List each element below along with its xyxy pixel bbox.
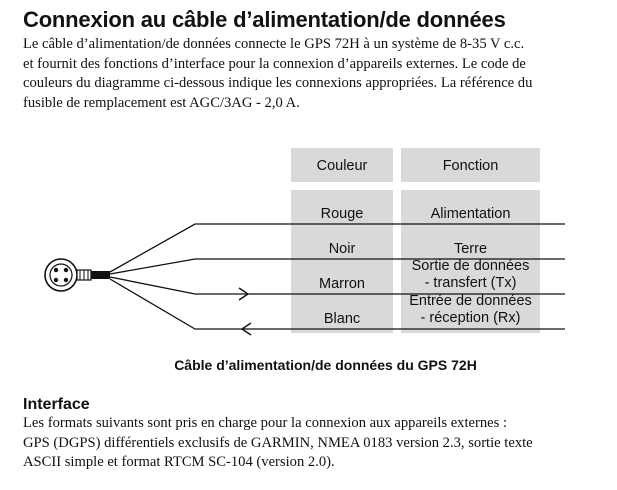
color-column-cell xyxy=(291,190,393,333)
color-header: Couleur xyxy=(316,158,368,174)
intro-paragraph: Le câble d’alimentation/de données conne… xyxy=(23,35,532,113)
function-header-cell xyxy=(401,148,540,182)
row-white-color: Blanc xyxy=(323,311,361,327)
wire-red xyxy=(109,223,565,273)
arrow-right-icon xyxy=(238,287,250,301)
wire-black xyxy=(109,258,565,275)
interface-line: ASCII simple et format RTCM SC-104 (vers… xyxy=(23,454,335,470)
wire-brown xyxy=(109,276,565,295)
row-white-function-line1: Entrée de données xyxy=(409,293,532,309)
connector-plug-icon xyxy=(44,258,110,292)
function-column-cell xyxy=(401,190,540,333)
intro-line: et fournit des fonctions d’interface pou… xyxy=(23,55,526,72)
function-header: Fonction xyxy=(442,158,499,174)
wire-white xyxy=(109,278,565,330)
arrow-left-icon xyxy=(240,322,252,336)
interface-heading: Interface xyxy=(23,396,90,413)
intro-line: couleurs du diagramme ci-dessous indique… xyxy=(23,75,533,91)
page-title: Connexion au câble d’alimentation/de don… xyxy=(23,7,506,32)
row-black-color: Noir xyxy=(328,241,356,257)
row-brown-function-line2: - transfert (Tx) xyxy=(424,275,517,291)
row-red-color: Rouge xyxy=(320,206,364,222)
color-header-cell xyxy=(291,148,393,182)
interface-paragraph: Les formats suivants sont pris en charge… xyxy=(23,414,533,473)
row-black-function: Terre xyxy=(453,241,488,257)
row-brown-function-line1: Sortie de données xyxy=(411,258,530,274)
intro-line: Le câble d’alimentation/de données conne… xyxy=(23,36,525,52)
row-red-function: Alimentation xyxy=(430,206,511,222)
row-white-function-line2: - réception (Rx) xyxy=(420,310,521,326)
interface-line: GPS (DGPS) différentiels exclusifs de GA… xyxy=(23,434,533,451)
diagram-caption: Câble d’alimentation/de données du GPS 7… xyxy=(174,357,477,373)
interface-line: Les formats suivants sont pris en charge… xyxy=(23,415,508,431)
intro-line: fusible de remplacement est AGC/3AG - 2,… xyxy=(23,94,300,111)
row-brown-color: Marron xyxy=(319,276,365,292)
